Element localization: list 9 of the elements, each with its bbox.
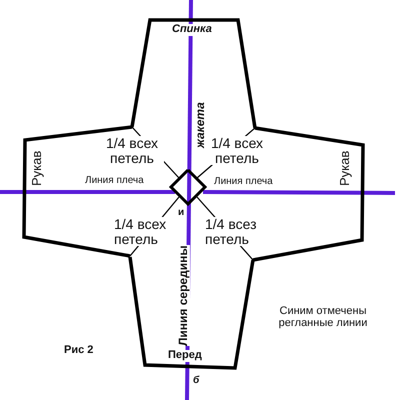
- piece-label: Рукав: [338, 150, 352, 186]
- piece-label: Спинка: [172, 24, 212, 36]
- neck-diamond: [171, 170, 205, 204]
- rotated-label: Линия середины: [177, 245, 190, 346]
- letter-label: б: [193, 376, 200, 386]
- piece-label: Перед: [168, 350, 202, 362]
- line-label: Линия плеча: [85, 176, 144, 186]
- line-label: Линия плеча: [214, 177, 273, 188]
- piece-label: Рукав: [30, 150, 44, 186]
